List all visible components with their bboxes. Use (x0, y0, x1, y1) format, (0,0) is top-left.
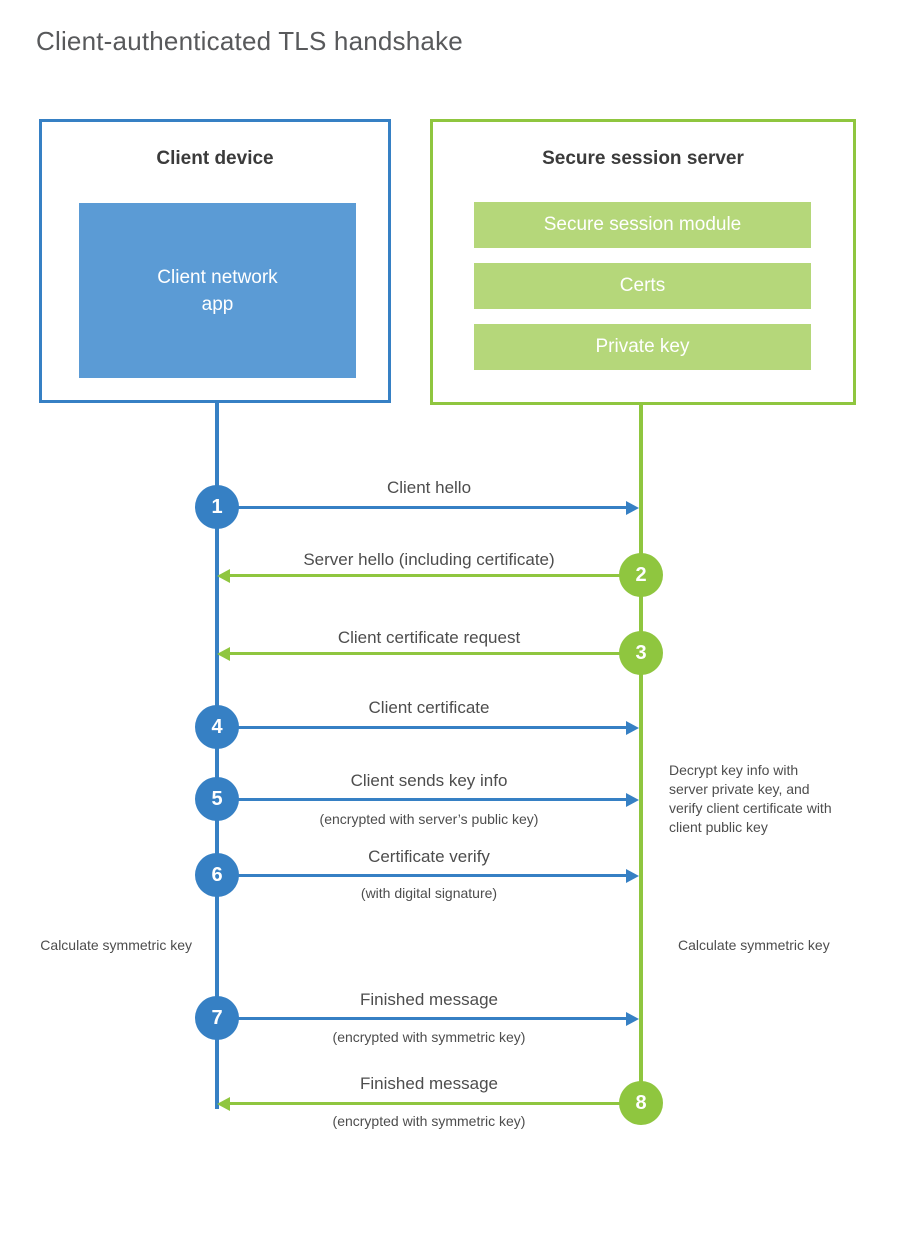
step-6-circle: 6 (195, 853, 239, 897)
step-4-label: Client certificate (368, 698, 490, 717)
step-8-sublabel: (encrypted with symmetric key) (332, 1113, 526, 1129)
client-device-title: Client device (156, 148, 274, 169)
page-title: Client-authenticated TLS handshake (36, 26, 463, 56)
step-5-arrow-line (217, 798, 627, 801)
step-3-arrow-line (230, 652, 641, 655)
step-7-arrow-head-icon (626, 1012, 639, 1026)
note-client-calculate-symmetric-key: Calculate symmetric key (40, 937, 192, 953)
step-5-arrow-head-icon (626, 793, 639, 807)
step-7-circle: 7 (195, 996, 239, 1040)
server-module-secure-session-module: Secure session module (474, 202, 811, 248)
step-8-arrow-head-icon (217, 1097, 230, 1111)
step-4-arrow-head-icon (626, 721, 639, 735)
server-module-certs: Certs (474, 263, 811, 309)
server-lifeline (639, 405, 643, 1107)
step-3-arrow-head-icon (217, 647, 230, 661)
step-2-arrow-line (230, 574, 641, 577)
step-6-arrow-line (217, 874, 627, 877)
step-5-sublabel: (encrypted with server’s public key) (319, 811, 539, 827)
step-7-arrow-line (217, 1017, 627, 1020)
server-module-private-key: Private key (474, 324, 811, 370)
step-8-circle: 8 (619, 1081, 663, 1125)
step-4-circle: 4 (195, 705, 239, 749)
step-3-circle: 3 (619, 631, 663, 675)
step-8-arrow-line (230, 1102, 641, 1105)
step-2-label: Server hello (including certificate) (303, 550, 555, 569)
step-4-arrow-line (217, 726, 627, 729)
step-1-label: Client hello (386, 478, 472, 497)
step-6-label: Certificate verify (368, 847, 490, 866)
server-module-list: Secure session module Certs Private key (474, 202, 811, 370)
step-6-sublabel: (with digital signature) (360, 885, 498, 901)
step-1-arrow-head-icon (626, 501, 639, 515)
note-server-calculate-symmetric-key: Calculate symmetric key (678, 937, 830, 953)
secure-session-server-title: Secure session server (542, 148, 744, 169)
step-5-circle: 5 (195, 777, 239, 821)
step-7-label: Finished message (360, 990, 498, 1009)
client-lifeline (215, 403, 219, 1109)
step-2-circle: 2 (619, 553, 663, 597)
step-1-arrow-line (217, 506, 627, 509)
step-7-sublabel: (encrypted with symmetric key) (332, 1029, 526, 1045)
step-6-arrow-head-icon (626, 869, 639, 883)
step-8-label: Finished message (360, 1074, 498, 1093)
step-5-label: Client sends key info (350, 771, 508, 790)
step-1-circle: 1 (195, 485, 239, 529)
note-server-decrypt: Decrypt key info with server private key… (669, 762, 832, 835)
step-3-label: Client certificate request (337, 628, 521, 647)
step-2-arrow-head-icon (217, 569, 230, 583)
secure-session-server-box: Secure session server Secure session mod… (430, 119, 856, 405)
